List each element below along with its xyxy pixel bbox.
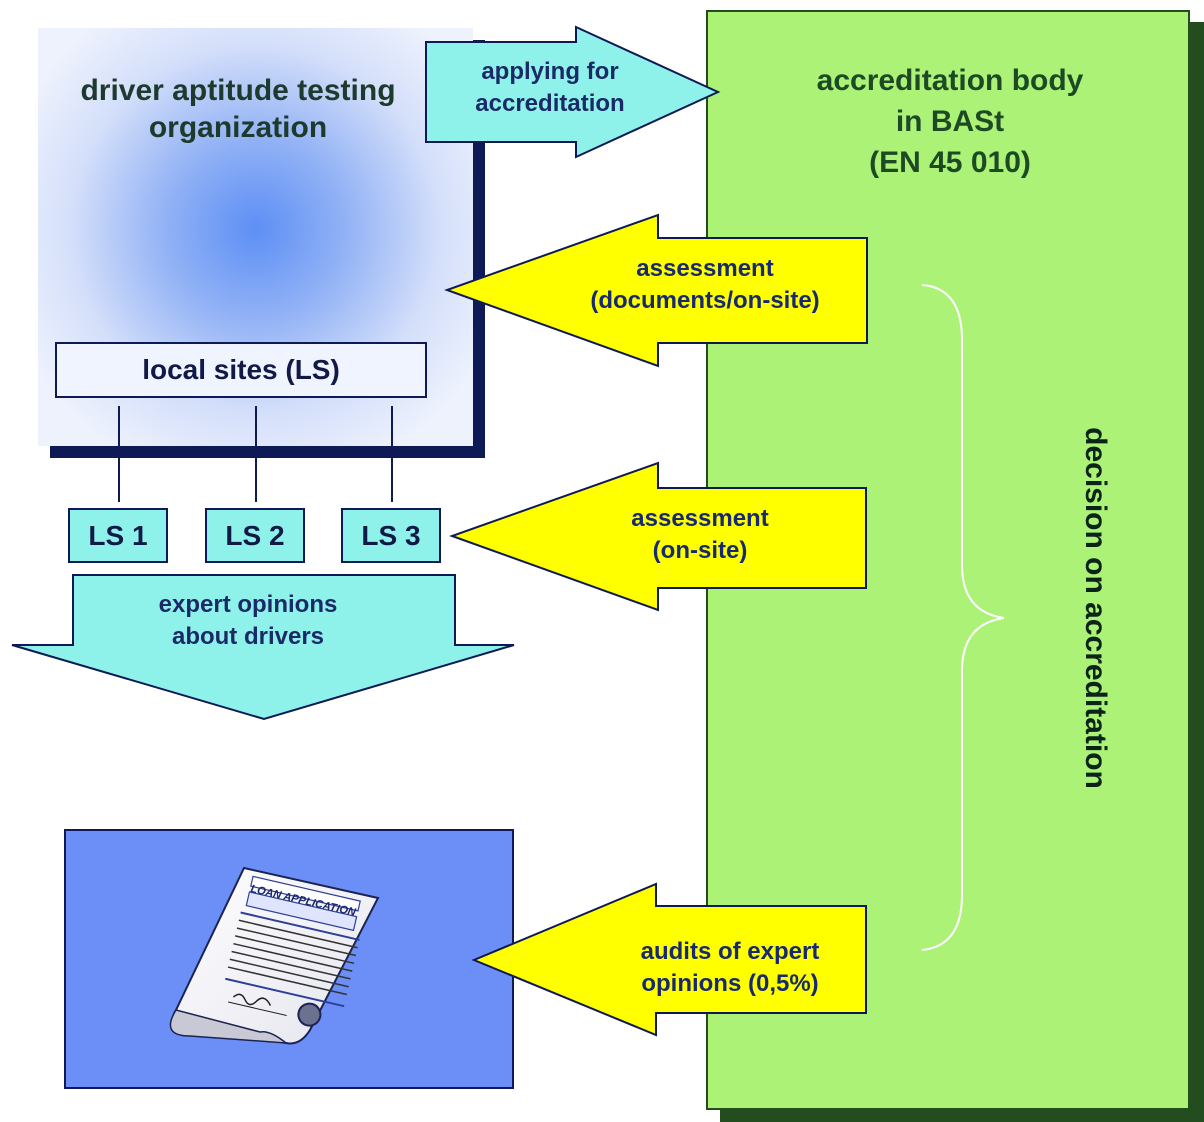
local-site-1: LS 1 <box>68 508 168 563</box>
decision-label: decision on accreditation <box>1079 427 1112 789</box>
local-site-3: LS 3 <box>341 508 441 563</box>
assessment-documents-line1: assessment <box>636 255 774 282</box>
assessment-onsite-line2: (on-site) <box>652 537 748 564</box>
assessment-documents-line2: (documents/on-site) <box>590 287 820 314</box>
accreditation-body-line1: accreditation body <box>816 64 1084 97</box>
applying-line2: accreditation <box>475 90 625 117</box>
local-sites-box: local sites (LS) <box>55 342 427 398</box>
audits-label: audits of expert opinions (0,5%) <box>610 936 850 1000</box>
applying-arrow-label: applying for accreditation <box>440 56 660 120</box>
expert-opinions-arrow <box>11 574 515 721</box>
applying-line1: applying for <box>481 58 619 85</box>
audits-arrow <box>471 882 867 1037</box>
assessment-onsite-line1: assessment <box>631 505 769 532</box>
organization-title: driver aptitude testing organization <box>38 72 438 146</box>
expert-opinions-line1: expert opinions <box>158 591 338 618</box>
loan-application-document-icon <box>169 866 380 1045</box>
local-site-2: LS 2 <box>205 508 305 563</box>
accreditation-body-title: accreditation body in BASt (EN 45 010) <box>780 60 1120 183</box>
audits-line1: audits of expert <box>640 938 820 965</box>
applying-arrow <box>425 25 721 159</box>
connector-ls2 <box>255 406 257 502</box>
assessment-onsite-arrow <box>449 461 867 612</box>
expert-opinions-label: expert opinions about drivers <box>128 589 368 653</box>
assessment-onsite-label: assessment (on-site) <box>580 503 820 567</box>
connector-ls3 <box>391 406 393 502</box>
accreditation-body-line3: (EN 45 010) <box>869 146 1031 179</box>
assessment-documents-label: assessment (documents/on-site) <box>560 253 850 317</box>
audits-line2: opinions (0,5%) <box>641 970 819 997</box>
expert-opinions-line2: about drivers <box>171 623 325 650</box>
assessment-documents-arrow <box>444 213 868 368</box>
organization-title-line1: driver aptitude testing <box>80 74 396 107</box>
connector-ls1 <box>118 406 120 502</box>
accreditation-body-line2: in BASt <box>895 105 1005 138</box>
decision-brace <box>921 284 1005 951</box>
organization-title-line2: organization <box>148 111 328 144</box>
